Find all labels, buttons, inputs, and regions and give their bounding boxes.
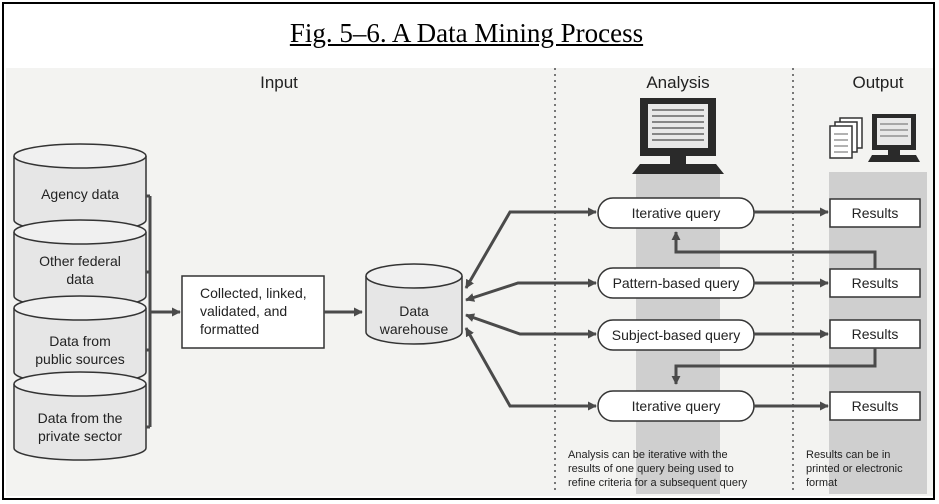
output-note-3: format: [806, 477, 837, 489]
figure-title: Fig. 5–6. A Data Mining Process: [289, 18, 644, 48]
output-computer-icon: [868, 114, 920, 162]
output-note-2: printed or electronic: [806, 463, 903, 475]
feedback-arrow-lower: [671, 348, 877, 385]
results-label-3: Results: [852, 326, 899, 342]
source-cylinder-agency: Agency data: [13, 143, 147, 233]
results-box-3: Results: [829, 319, 921, 349]
query-label-4: Iterative query: [632, 398, 721, 414]
data-warehouse-cylinder: Data warehouse: [365, 263, 463, 345]
feedback-arrow-upper: [671, 231, 877, 269]
source-label-public-2: public sources: [35, 351, 125, 367]
query-oval-1: Iterative query: [597, 197, 755, 229]
source-label-agency: Agency data: [41, 186, 119, 202]
input-heading: Input: [260, 73, 298, 92]
results-label-2: Results: [852, 275, 899, 291]
results-box-1: Results: [829, 198, 921, 228]
source-label-private-1: Data from the: [38, 410, 123, 426]
results-label-1: Results: [852, 205, 899, 221]
results-box-2: Results: [829, 268, 921, 298]
source-cylinder-federal: Other federal data: [13, 219, 147, 309]
process-line-1: Collected, linked,: [200, 285, 307, 301]
source-cylinder-stack: Agency data Other federal data Data from…: [13, 143, 147, 461]
source-cylinder-private: Data from the private sector: [13, 371, 147, 461]
source-label-federal-1: Other federal: [39, 253, 121, 269]
process-box: [181, 275, 325, 349]
query-label-1: Iterative query: [632, 205, 721, 221]
query-oval-3: Subject-based query: [597, 319, 755, 351]
warehouse-label-1: Data: [399, 303, 429, 319]
source-label-public-1: Data from: [49, 333, 110, 349]
results-label-4: Results: [852, 398, 899, 414]
query-oval-4: Iterative query: [597, 390, 755, 422]
query-label-3: Subject-based query: [612, 327, 740, 343]
process-line-2: validated, and: [200, 303, 287, 319]
output-note-1: Results can be in: [806, 449, 890, 461]
source-label-private-2: private sector: [38, 428, 122, 444]
source-cylinder-public: Data from public sources: [13, 295, 147, 385]
query-oval-2: Pattern-based query: [597, 267, 755, 299]
warehouse-label-2: warehouse: [379, 321, 449, 337]
output-documents-icon: [829, 117, 863, 159]
results-box-4: Results: [829, 391, 921, 421]
analysis-computer-icon: [632, 98, 724, 174]
analysis-heading: Analysis: [646, 73, 709, 92]
query-label-2: Pattern-based query: [613, 275, 740, 291]
query-result-arrows: [754, 207, 829, 411]
analysis-note-1: Analysis can be iterative with the: [568, 449, 728, 461]
analysis-note-3: refine criteria for a subsequent query: [568, 477, 748, 489]
analysis-note-2: results of one query being used to: [568, 463, 734, 475]
warehouse-query-arrows: [464, 207, 597, 411]
source-label-federal-2: data: [66, 271, 93, 287]
output-heading: Output: [852, 73, 903, 92]
process-line-3: formatted: [200, 321, 259, 337]
